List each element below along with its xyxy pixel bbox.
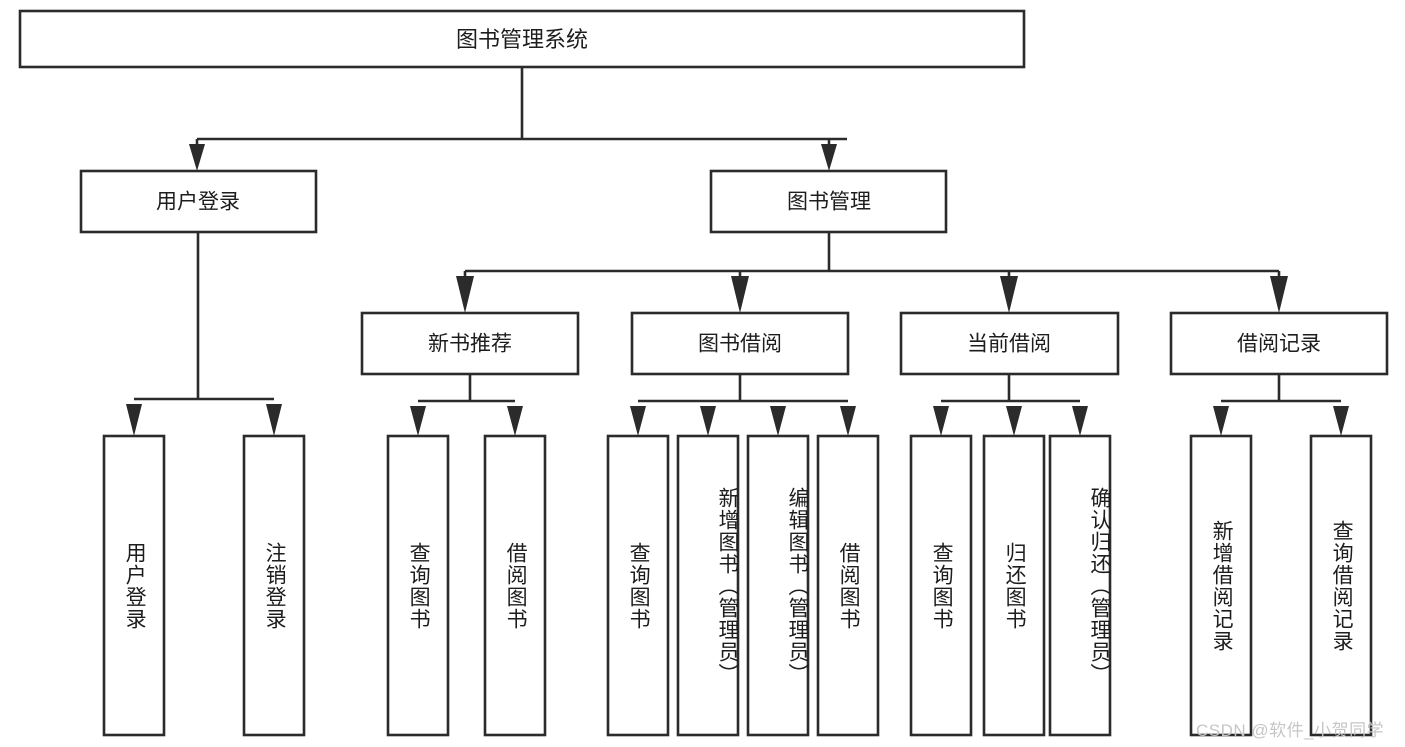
node-current-borrow-label: 当前借阅	[967, 333, 1051, 356]
csdn-watermark: CSDN @软件_小贺同学	[1196, 721, 1385, 740]
node-user-login-label: 用户登录	[156, 191, 240, 214]
leaf-boxes	[102, 434, 1373, 737]
leaf-box-user-login[interactable]	[102, 434, 166, 737]
node-root-label: 图书管理系统	[456, 27, 588, 52]
leaf-box-add-borrow-record[interactable]	[1189, 434, 1253, 737]
leaf-box-query-book-current[interactable]	[909, 434, 973, 737]
leaf-box-query-book-rec[interactable]	[386, 434, 450, 737]
leaf-box-return-book[interactable]	[982, 434, 1046, 737]
leaf-box-borrow-book-rec[interactable]	[483, 434, 547, 737]
node-borrow-records[interactable]: 借阅记录	[1169, 311, 1389, 376]
leaf-box-borrow-book[interactable]	[816, 434, 880, 737]
node-book-borrow-label: 图书借阅	[698, 333, 782, 356]
connector-borrow-to-leaves	[630, 374, 856, 436]
node-current-borrow[interactable]: 当前借阅	[899, 311, 1120, 376]
connector-records-to-leaves	[1213, 374, 1349, 436]
node-borrow-records-label: 借阅记录	[1237, 333, 1321, 356]
node-book-management[interactable]: 图书管理	[709, 169, 948, 234]
connector-current-to-leaves	[933, 374, 1088, 436]
leaf-box-logout[interactable]	[242, 434, 306, 737]
node-root-system[interactable]: 图书管理系统	[18, 9, 1026, 69]
leaf-box-confirm-return-admin[interactable]	[1048, 434, 1112, 737]
connector-newbook-to-leaves	[410, 374, 523, 436]
node-new-book-recommend[interactable]: 新书推荐	[360, 311, 580, 376]
connector-level1-books-to-level2	[456, 232, 1288, 313]
node-book-borrow[interactable]: 图书借阅	[630, 311, 850, 376]
connector-login-to-leaves	[126, 232, 282, 436]
leaf-box-query-book-borrow[interactable]	[606, 434, 670, 737]
leaf-box-edit-book-admin[interactable]	[746, 434, 810, 737]
node-new-book-recommend-label: 新书推荐	[428, 333, 512, 356]
connector-root-to-level1	[189, 67, 847, 171]
leaf-box-query-borrow-record[interactable]	[1309, 434, 1373, 737]
node-book-management-label: 图书管理	[787, 191, 871, 214]
node-user-login[interactable]: 用户登录	[79, 169, 318, 234]
leaf-box-add-book-admin[interactable]	[676, 434, 740, 737]
